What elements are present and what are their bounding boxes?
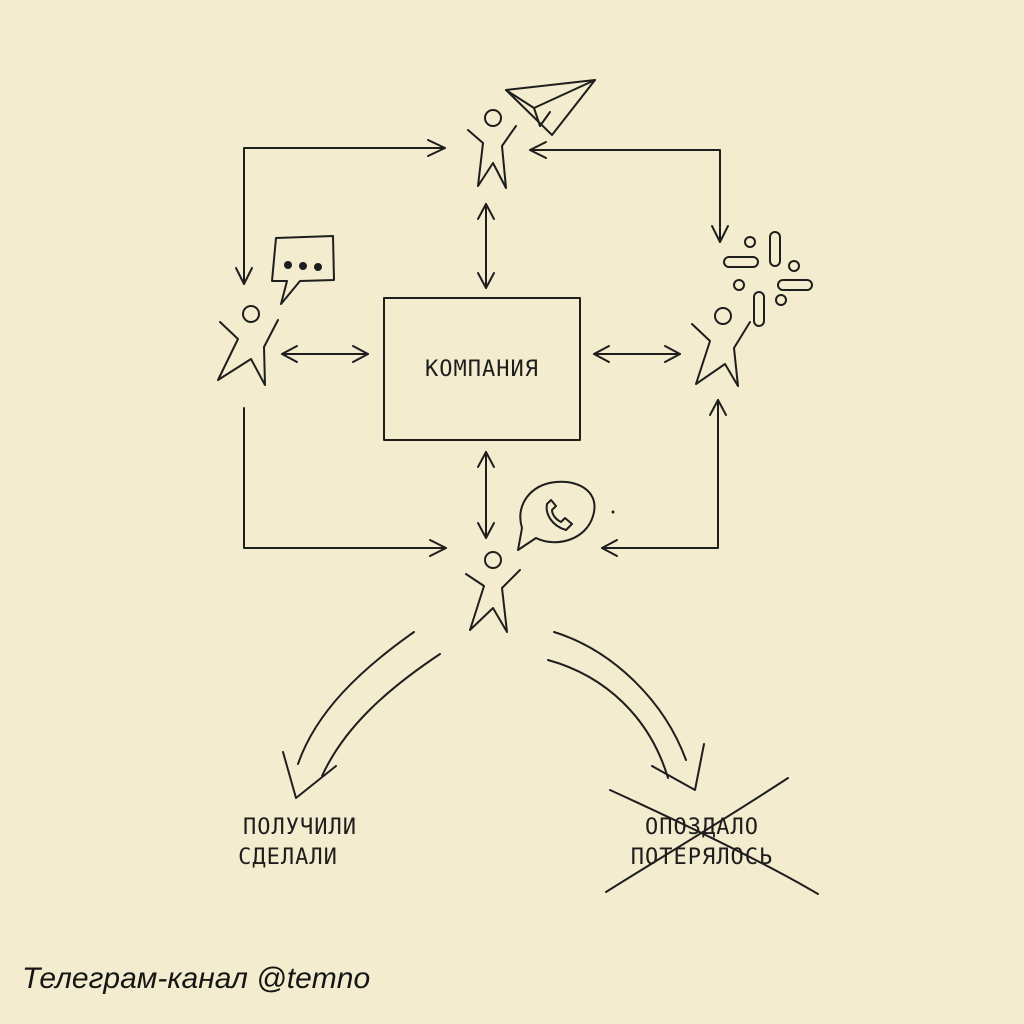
telegram-plane-icon (505, 79, 596, 136)
arrow-right-bottom-loop (601, 399, 727, 557)
arrow-top-to-company (477, 203, 495, 289)
arrow-left-bottom-loop (243, 407, 447, 557)
arrow-top-right-loop (529, 141, 729, 243)
arrow-left-top-loop (235, 139, 446, 285)
cross-out-mark (605, 777, 819, 895)
company-label: КОМПАНИЯ (425, 357, 539, 382)
telegram-channel-footer: Телеграм-канал @temno (22, 962, 371, 995)
arrow-left-to-company (281, 345, 369, 363)
right-person-figure (691, 307, 751, 387)
good-outcome-line1: ПОЛУЧИЛИ (243, 815, 357, 840)
arrow-to-good-outcome (282, 631, 441, 799)
arrow-to-bad-outcome (547, 631, 705, 791)
arrow-company-to-bottom (477, 451, 495, 539)
good-outcome-line2: СДЕЛАЛИ (238, 845, 338, 870)
bottom-person-figure (465, 551, 521, 633)
bad-outcome-line1: ОПОЗДАЛО (645, 815, 759, 840)
good-outcome: ПОЛУЧИЛИ СДЕЛАЛИ (238, 815, 357, 870)
arrow-company-to-right (593, 345, 681, 363)
chat-bubble-icon (271, 235, 335, 305)
left-person-figure (217, 305, 279, 386)
whatsapp-phone-icon (517, 480, 615, 551)
bad-outcome: ОПОЗДАЛО ПОТЕРЯЛОСЬ (605, 777, 819, 895)
top-person-figure (467, 109, 517, 189)
company-box: КОМПАНИЯ (383, 297, 581, 441)
slack-logo-icon (723, 231, 813, 327)
